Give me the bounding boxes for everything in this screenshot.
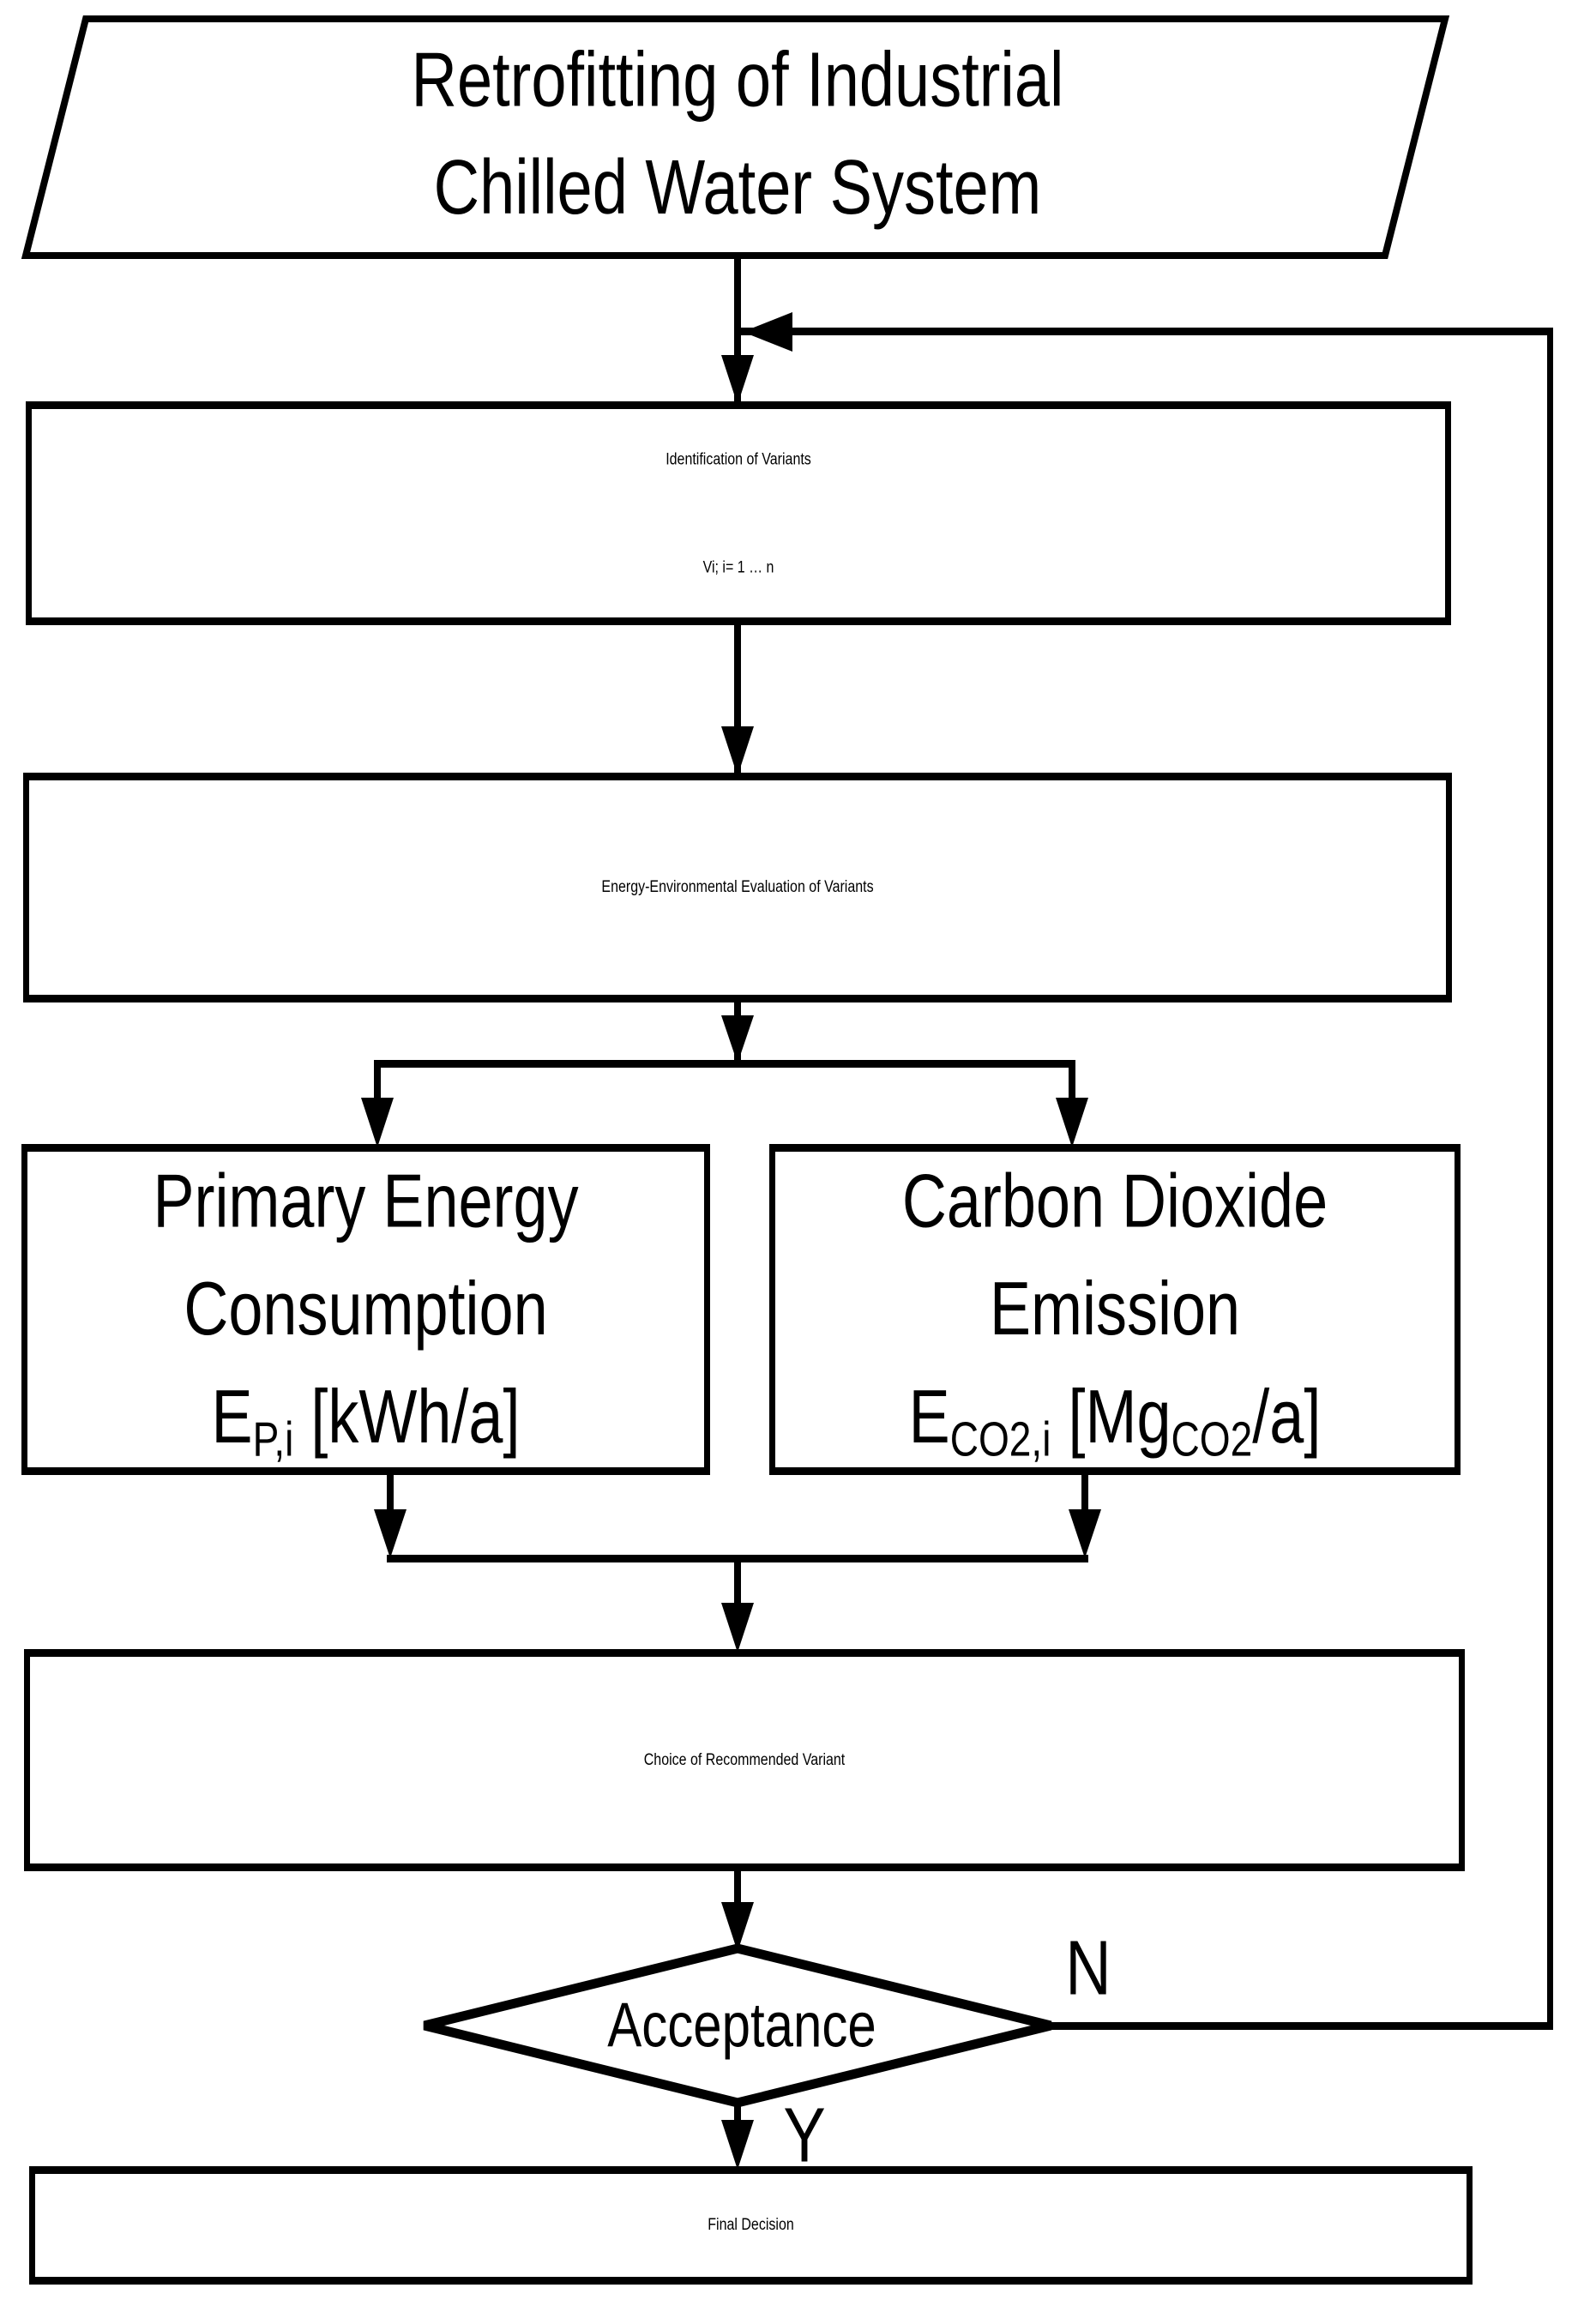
arrowhead-into-primary-energy [361, 1098, 394, 1147]
start-node-label: Retrofitting of Industrial Chilled Water… [180, 34, 1295, 232]
co2-emission-line2: Emission [989, 1267, 1241, 1352]
merge-left-line [387, 1472, 394, 1523]
identification-box: Identification of Variants Vi; i= 1 … n [26, 401, 1451, 625]
arrowhead-into-split-bar [721, 1015, 754, 1063]
arrowhead-into-evaluation [721, 726, 754, 776]
arrowhead-into-choice [721, 1603, 754, 1653]
identification-line1: Identification of Variants [666, 450, 811, 469]
arrowhead-feedback-left [743, 312, 792, 352]
split-bar [374, 1060, 1075, 1068]
arrowhead-merge-left [374, 1509, 407, 1558]
no-branch-line [1046, 2022, 1551, 2030]
primary-energy-line1: Primary Energy [153, 1159, 579, 1243]
merge-right-line [1081, 1472, 1088, 1523]
connector-choice-to-decision [734, 1868, 741, 1911]
no-branch-label: N [1065, 1924, 1111, 2012]
arrowhead-into-final [721, 2120, 754, 2170]
split-left-line [374, 1060, 381, 1111]
final-decision-label: Final Decision [708, 2216, 794, 2234]
primary-energy-line2: Consumption [184, 1267, 548, 1352]
start-parallelogram [21, 15, 1450, 259]
primary-energy-box: Primary Energy Consumption EP,i [kWh/a] [21, 1144, 710, 1475]
evaluation-label: Energy-Environmental Evaluation of Varia… [601, 878, 874, 896]
arrowhead-into-decision [721, 1902, 754, 1952]
co2-emission-formula: ECO2,i [MgCO2/a] [908, 1375, 1322, 1466]
arrowhead-merge-right [1069, 1509, 1101, 1558]
co2-emission-line1: Carbon Dioxide [901, 1159, 1328, 1243]
split-right-line [1069, 1060, 1075, 1111]
decision-diamond [423, 1943, 1052, 2108]
merge-bar [387, 1555, 1088, 1562]
connector-start-to-identification [734, 252, 741, 405]
yes-branch-label: Y [783, 2091, 826, 2179]
start-node-line1: Retrofitting of Industrial [411, 35, 1064, 123]
primary-energy-formula: EP,i [kWh/a] [211, 1375, 521, 1466]
co2-emission-box: Carbon Dioxide Emission ECO2,i [MgCO2/a] [769, 1144, 1461, 1475]
evaluation-box: Energy-Environmental Evaluation of Varia… [23, 773, 1452, 1002]
arrowhead-into-identification [721, 355, 754, 405]
start-node-line2: Chilled Water System [433, 143, 1042, 231]
identification-line2: Vi; i= 1 … n [702, 557, 774, 576]
choice-box: Choice of Recommended Variant [24, 1649, 1465, 1871]
choice-label: Choice of Recommended Variant [643, 1750, 846, 1769]
final-decision-box: Final Decision [29, 2166, 1473, 2285]
arrowhead-into-co2 [1056, 1098, 1088, 1147]
connector-identification-to-evaluation [734, 622, 741, 776]
connector-merge-to-choice [734, 1560, 741, 1611]
feedback-top-line [741, 328, 1551, 335]
feedback-vertical-line [1547, 328, 1553, 2030]
decision-label: Acceptance [607, 1990, 876, 2061]
